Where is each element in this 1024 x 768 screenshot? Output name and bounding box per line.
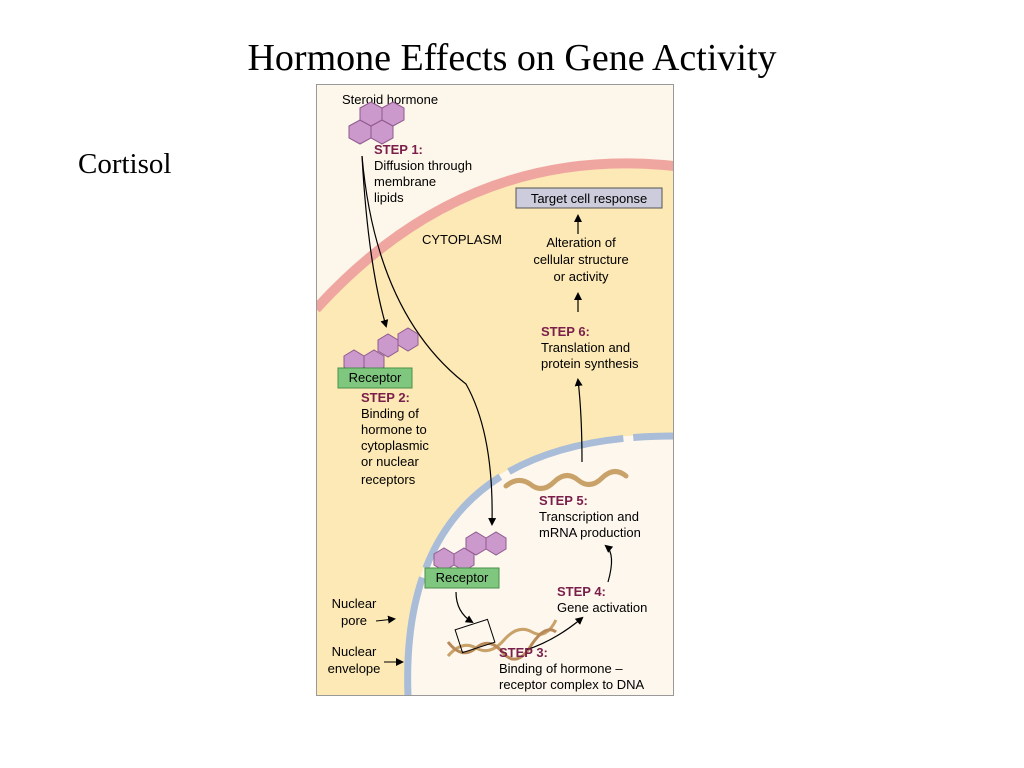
- nuclear-receptor-box: [424, 567, 500, 589]
- cytoplasmic-hormone-molecule: [343, 327, 419, 374]
- steroid-hormone-label: Steroid hormone: [342, 92, 438, 107]
- cytoplasm-label: CYTOPLASM: [422, 232, 502, 247]
- step1-title: STEP 1:: [374, 142, 423, 157]
- step4-line1: Gene activation: [557, 600, 647, 615]
- step3-title: STEP 3:: [499, 645, 548, 660]
- step4-title: STEP 4:: [557, 584, 606, 599]
- alteration-line2: cellular structure: [533, 252, 628, 267]
- cell-membrane: [316, 158, 674, 313]
- step6-title: STEP 6:: [541, 324, 590, 339]
- nuclear-hormone-molecule: [433, 531, 507, 572]
- cortisol-label: Cortisol: [78, 148, 172, 180]
- step2-line4: or nuclear: [361, 454, 419, 469]
- slide-title: Hormone Effects on Gene Activity: [247, 37, 777, 79]
- nuclear-receptor-label: Receptor: [436, 570, 489, 585]
- steroid-hormone-molecule: [348, 101, 405, 145]
- arrow-activation-to-transcription: [604, 544, 614, 583]
- nuclear-pore-line1: Nuclear: [332, 596, 377, 611]
- step5-line2: mRNA production: [539, 525, 641, 540]
- nuclear-pore-pointer: [375, 615, 396, 624]
- nuclear-envelope-line1: Nuclear: [332, 644, 377, 659]
- arrow-to-cytoplasmic-receptor: [361, 155, 389, 328]
- step5-title: STEP 5:: [539, 493, 588, 508]
- alteration-line1: Alteration of: [546, 235, 616, 250]
- step1-line3: lipids: [374, 190, 404, 205]
- alteration-line3: or activity: [554, 269, 609, 284]
- step1-line2: membrane: [374, 174, 436, 189]
- step2-line5: receptors: [361, 472, 416, 487]
- arrow-to-nuclear-receptor: [361, 155, 497, 526]
- step2-line3: cytoplasmic: [361, 438, 429, 453]
- nuclear-pore-line2: pore: [341, 613, 367, 628]
- hormone-pathway-figure: Steroid hormone STEP 1: Diffusion throug…: [316, 84, 674, 696]
- cytoplasmic-receptor-box: [337, 367, 413, 389]
- nuclear-envelope-line2: envelope: [328, 661, 381, 676]
- mrna-strand: [503, 469, 629, 491]
- step3-line1: Binding of hormone –: [499, 661, 623, 676]
- cytoplasmic-receptor-label: Receptor: [349, 370, 402, 385]
- step2-line1: Binding of: [361, 406, 419, 421]
- step3-line2: receptor complex to DNA: [499, 677, 645, 692]
- target-response-box: [515, 187, 663, 209]
- arrow-receptor-to-dna: [455, 591, 474, 624]
- arrow-dna-to-activation: [525, 616, 584, 651]
- nuclear-envelope-shape: [404, 432, 674, 696]
- step6-line2: protein synthesis: [541, 356, 639, 371]
- step1-line1: Diffusion through: [374, 158, 472, 173]
- step5-line1: Transcription and: [539, 509, 639, 524]
- step6-line1: Translation and: [541, 340, 630, 355]
- step2-title: STEP 2:: [361, 390, 410, 405]
- step2-line2: hormone to: [361, 422, 427, 437]
- target-response-label: Target cell response: [531, 191, 647, 206]
- arrow-mrna-to-translation: [574, 378, 583, 463]
- figure-frame: [316, 84, 674, 696]
- dna-helix: [446, 618, 558, 661]
- pathway-diagram: Steroid hormone STEP 1: Diffusion throug…: [316, 84, 674, 696]
